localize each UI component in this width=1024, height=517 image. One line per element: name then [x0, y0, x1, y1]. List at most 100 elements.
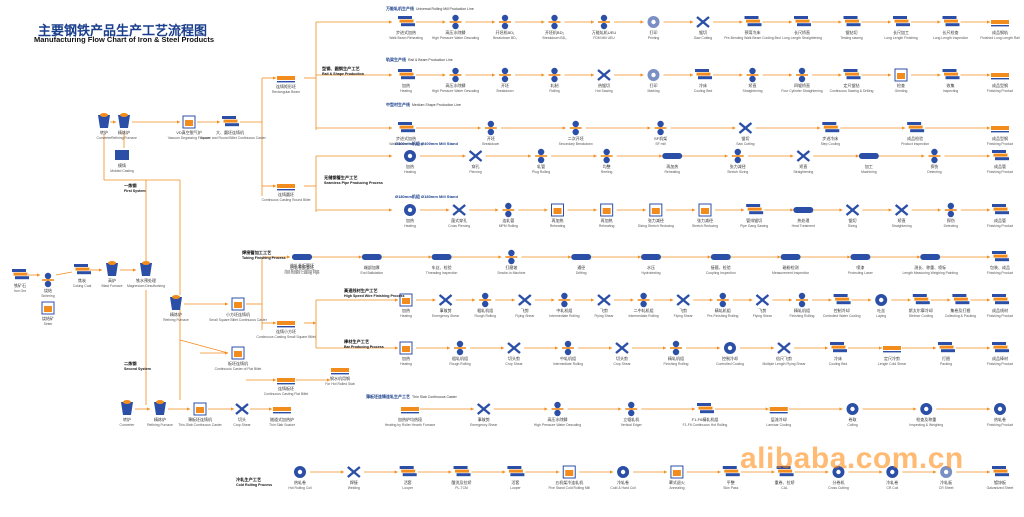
- bar-step-10-en: Packing: [939, 361, 953, 366]
- pipe400-step-0-en: Heating: [404, 169, 416, 174]
- middle-0-en: Rectangular Beam: [271, 89, 301, 94]
- cold-step-8-en: Skin Pass: [723, 485, 739, 490]
- raw-icon-4: [106, 261, 118, 276]
- wire-step-icon-11: [833, 294, 851, 305]
- middle-1-cn: 连铸圆坯: [278, 192, 294, 197]
- wire-step-12-en: Laying: [876, 313, 887, 318]
- raw-icon-6: [98, 113, 110, 128]
- arrow-head: [825, 346, 828, 350]
- medium-step-7-cn: 成品型钢: [992, 136, 1008, 141]
- arrow-head: [327, 378, 330, 382]
- arrow-head: [389, 208, 392, 212]
- tubing-step-icon-9: [920, 254, 941, 260]
- arrow-head: [389, 154, 392, 158]
- arrow-head: [789, 73, 792, 77]
- pipe180-step-icon-0: [404, 204, 416, 216]
- section-tubing-en: Tubing Finishing Process: [242, 255, 286, 260]
- beam-step-12-cn: 成品型钢: [992, 83, 1008, 88]
- arrow-head: [838, 73, 842, 77]
- hotstrip-step-4-en: F1-F6 Continuous Hot Rolling: [682, 422, 728, 427]
- arrow-head: [663, 346, 666, 350]
- section-bar-en: Bar Producing Process: [344, 344, 384, 349]
- chart-title-cn: 主要钢铁产品生产工艺流程图: [38, 23, 208, 38]
- cold-step-icon-6: [617, 466, 630, 478]
- cold-step-1-cn: 焊接: [349, 480, 358, 485]
- beam-step-12-en: Finishing Product: [986, 88, 1014, 93]
- arrow-head: [477, 126, 481, 130]
- wire-step-4-en: Intermediate Rolling: [549, 313, 580, 318]
- wire-step-icon-12: [875, 294, 888, 306]
- hotstrip-line-header-cn: 薄板坯连铸连轧生产工艺: [366, 394, 410, 399]
- hotstrip-step-1-en: Emergency Shear: [470, 422, 498, 427]
- raw-9-cn: VD真空脱气炉: [176, 130, 202, 135]
- rail-step-7-en: Pre-Bending Walk Beam Cooling Bed: [724, 35, 781, 40]
- arrow-head: [749, 298, 753, 302]
- medium-step-icon-5: [822, 122, 840, 133]
- beam-step-4-cn: 热锯切: [598, 83, 610, 88]
- arrow-head: [462, 154, 466, 158]
- medium-step-5-cn: 步进冷床: [822, 136, 839, 141]
- arrow-head: [987, 298, 990, 302]
- hotstrip-step-3-cn: 立辊轧机: [623, 417, 640, 422]
- raw-8-en: Molded Casting: [110, 168, 134, 173]
- beam-step-0-cn: 加热: [402, 83, 410, 88]
- hotstrip-step-3-en: Vertical Edger: [620, 422, 642, 427]
- pipe180-step-7-en: Pipe Gang Sawing: [740, 223, 769, 228]
- medium-step-2-cn: 二次开坯: [567, 136, 584, 141]
- pipe400-step-icon-5: [731, 148, 744, 164]
- arrow-head: [273, 321, 276, 325]
- cold-step-4-en: Looper: [510, 485, 521, 490]
- arrow-head: [987, 154, 990, 158]
- tubing-step-5-en: Hydrotesting: [641, 270, 661, 275]
- rail-step-6-cn: 锯切: [699, 30, 707, 35]
- arrow-head: [340, 470, 344, 474]
- wire-step-icon-15: [992, 294, 1009, 305]
- raw-11-en: Refining Furnace: [163, 317, 189, 322]
- beam-step-3-cn: 轧制: [550, 83, 559, 88]
- raw-18-en: Thin Slab Soaker: [268, 422, 295, 427]
- tubing-step-icon-4: [571, 254, 592, 260]
- beam-line-header-en: Rail & Beam Production Line: [408, 58, 453, 62]
- section-cold-rolling-en: Cold Rolling Process: [236, 482, 273, 487]
- wire-step-icon-14: [952, 294, 970, 305]
- tubing-step-3-en: Smoke-in Machine: [497, 270, 526, 275]
- pipe400-step-6-cn: 矫直: [799, 164, 808, 169]
- rail-step-icon-9: [843, 16, 861, 27]
- beam-step-icon-5: [647, 69, 660, 81]
- cold-step-icon-10: [832, 466, 845, 478]
- tubing-step-8-cn: 喷漆: [856, 265, 865, 270]
- arrow-head: [771, 470, 775, 474]
- arrow-head: [670, 298, 674, 302]
- rail-step-0-en: Walk Beam Reheating: [389, 35, 423, 40]
- arrow-head: [888, 20, 891, 24]
- arrow-head: [690, 20, 693, 24]
- hotstrip-step-2-en: High Pressure Water Descaling: [533, 422, 582, 427]
- beam-step-9-en: Continuous Sawing & Drilling: [829, 88, 874, 93]
- arrow-head: [789, 298, 792, 302]
- beam-step-7-cn: 矫直: [748, 83, 757, 88]
- beam-step-icon-9: [843, 69, 861, 80]
- arrow-head: [394, 470, 398, 474]
- arrow-head: [502, 470, 506, 474]
- arrow-head: [739, 73, 743, 77]
- bar-step-10-cn: 打捆: [942, 356, 950, 361]
- arrow-head: [987, 346, 990, 350]
- rail-step-6-en: Saw Cutting: [693, 35, 713, 40]
